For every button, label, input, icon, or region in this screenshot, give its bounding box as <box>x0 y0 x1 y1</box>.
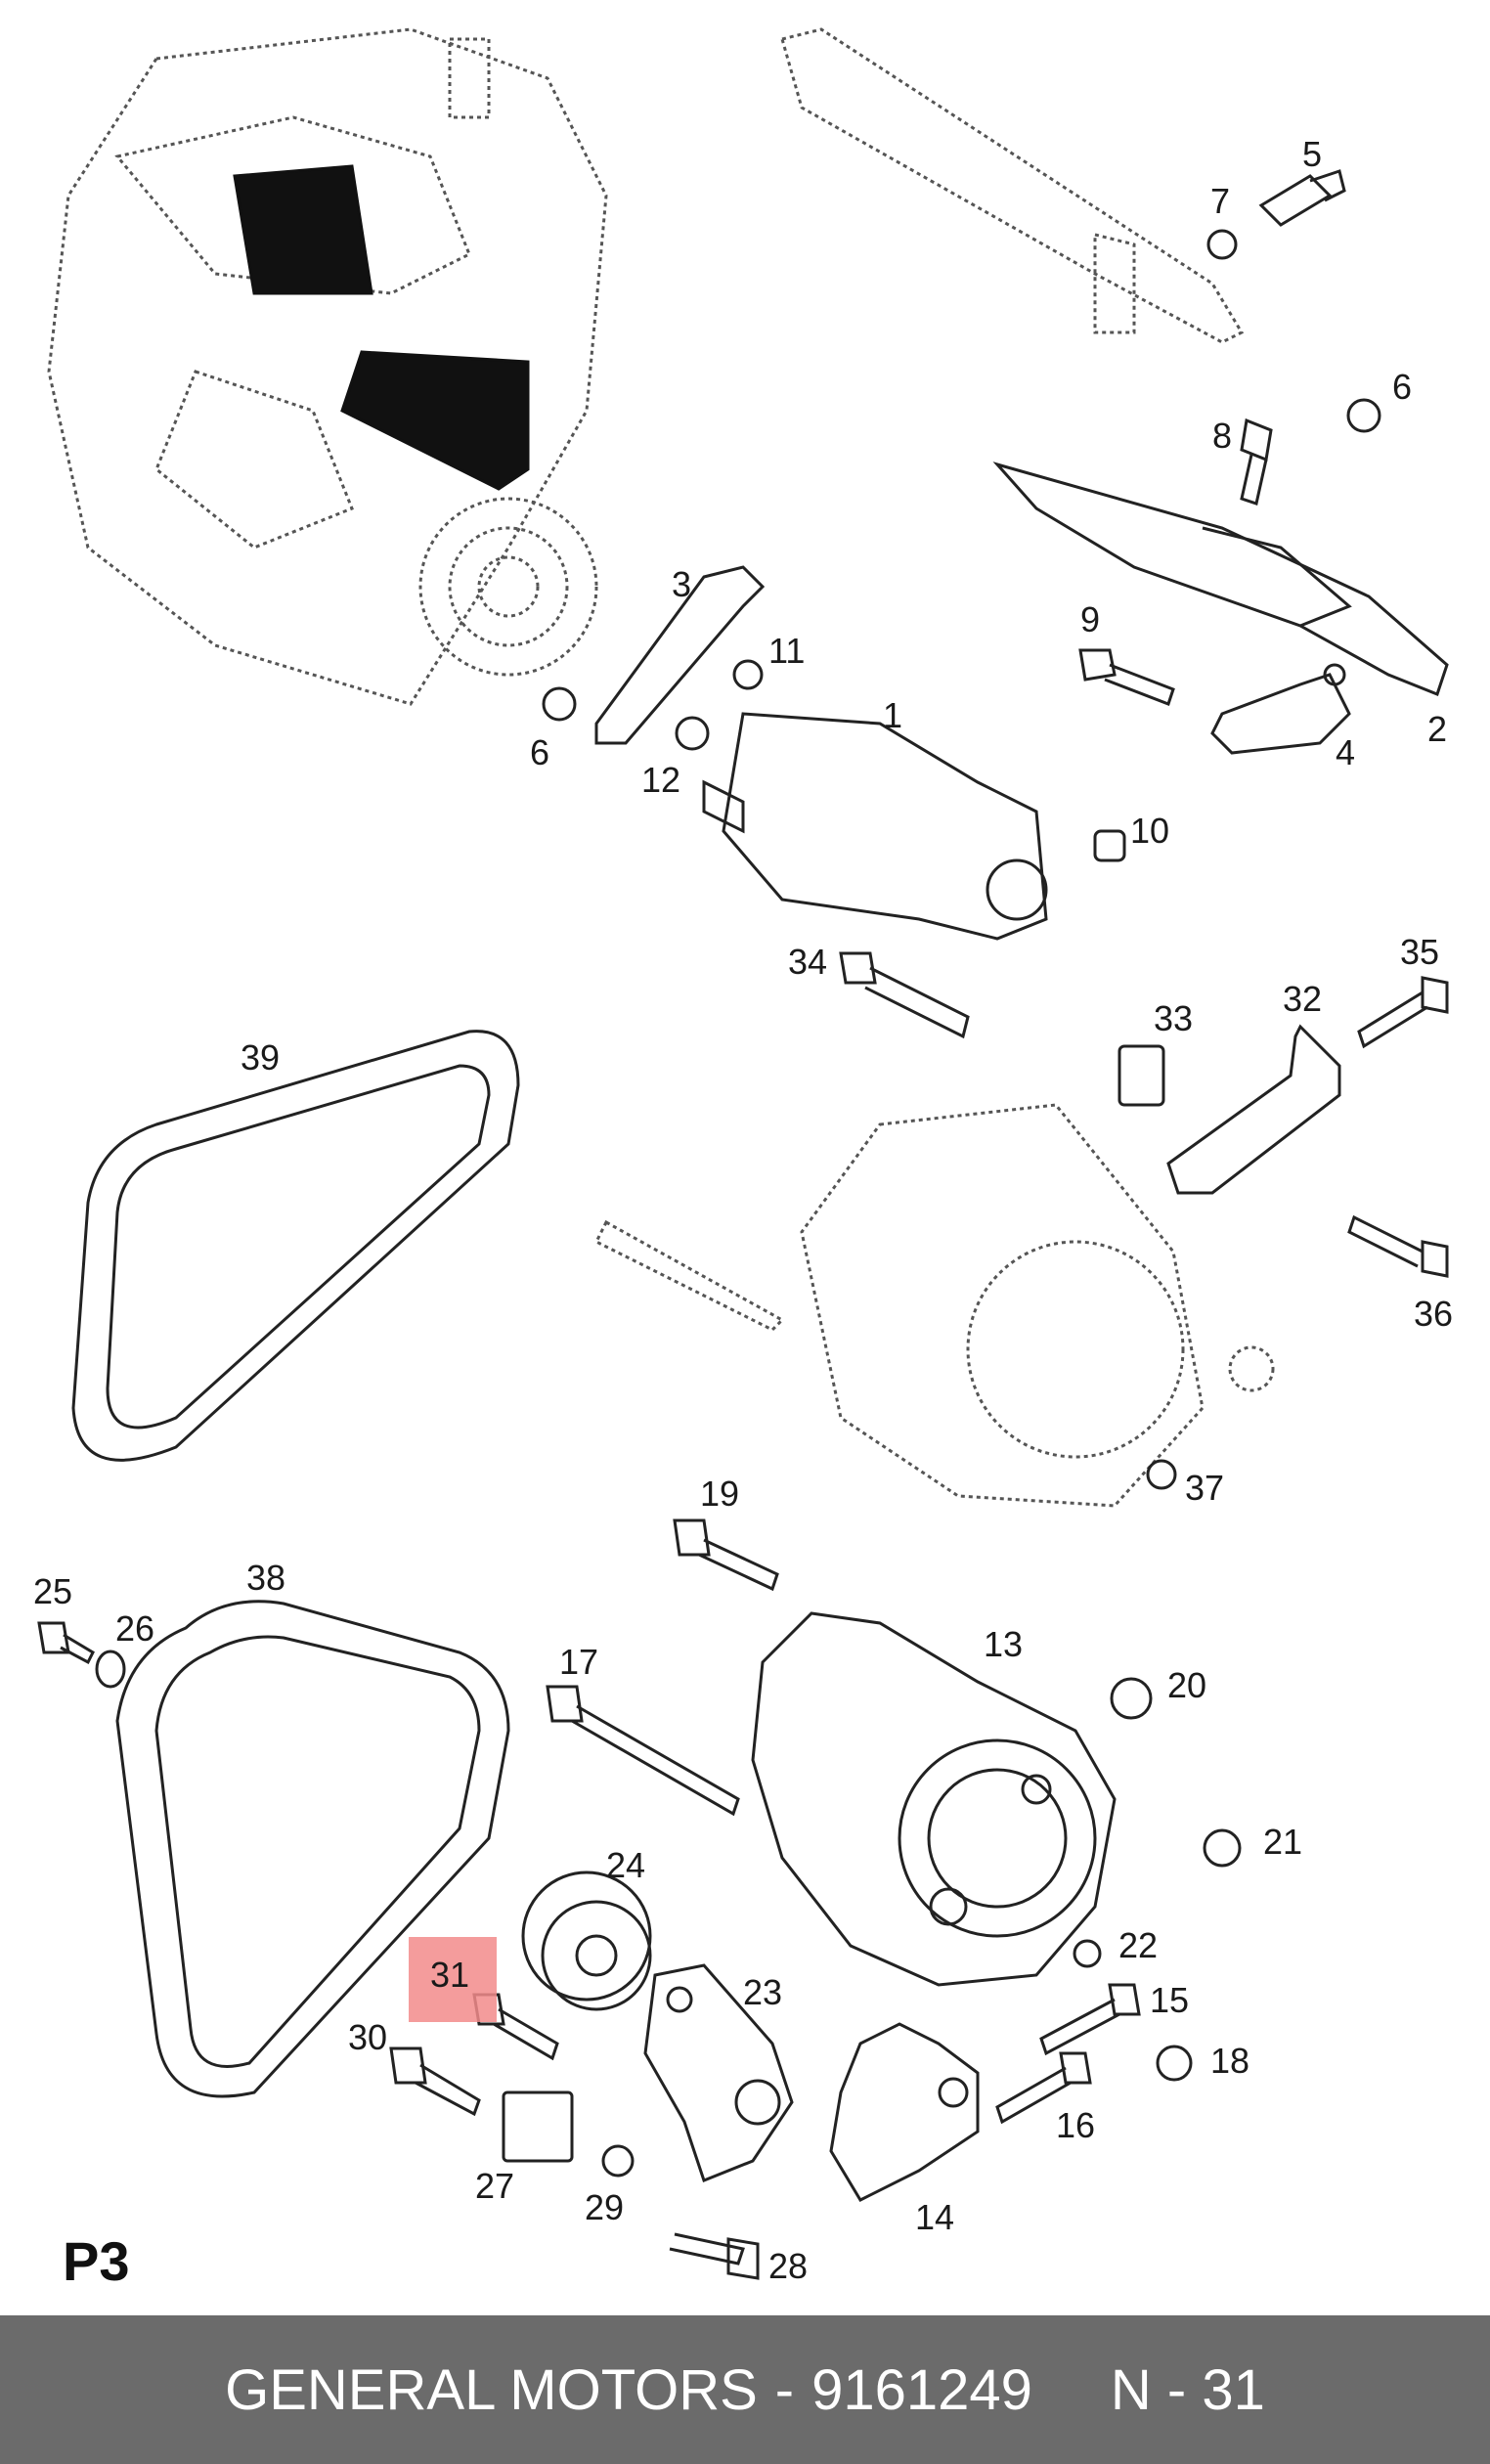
part-24-pulley <box>521 1870 652 2011</box>
engine-dark-parts <box>233 164 530 491</box>
callout-33: 33 <box>1154 998 1194 1038</box>
part-25-bolt <box>37 1621 95 1665</box>
callout-19: 19 <box>700 1474 740 1514</box>
part-17-bolt <box>546 1685 740 1817</box>
callout-35: 35 <box>1400 932 1440 972</box>
callout-39: 39 <box>241 1037 281 1078</box>
part-32-bracket <box>1166 1024 1341 1195</box>
callout-3: 3 <box>672 564 692 604</box>
callout-31: 31 <box>430 1955 470 1995</box>
part-22-nut <box>1073 1939 1102 1968</box>
part-1-starter <box>702 712 1048 941</box>
callout-24: 24 <box>606 1845 646 1885</box>
part-21-nut <box>1203 1828 1242 1868</box>
callout-6-top: 6 <box>1392 367 1413 407</box>
part-10-bushing <box>1093 829 1126 862</box>
part-3-strap <box>594 565 766 745</box>
part-33-block <box>1118 1044 1165 1107</box>
callout-1: 1 <box>883 695 903 735</box>
callout-27: 27 <box>475 2166 515 2206</box>
part-30-bolt <box>389 2046 481 2117</box>
footer-caption: GENERAL MOTORS - 9161249 N - 31 <box>0 2315 1490 2464</box>
footer-part-number: 9161249 <box>811 2357 1032 2422</box>
callout-8: 8 <box>1212 416 1233 456</box>
part-27-plate <box>502 2090 574 2163</box>
callout-5: 5 <box>1302 134 1323 174</box>
callout-30: 30 <box>348 2017 388 2057</box>
part-35-bolt <box>1357 976 1449 1049</box>
callout-16: 16 <box>1056 2105 1096 2145</box>
callout-36: 36 <box>1414 1294 1454 1334</box>
footer-brand: GENERAL MOTORS <box>225 2357 758 2422</box>
part-14-bracket <box>829 2022 980 2202</box>
callout-17: 17 <box>559 1642 599 1682</box>
callout-37: 37 <box>1185 1468 1225 1508</box>
callout-12: 12 <box>641 760 681 800</box>
engine-block <box>47 27 608 706</box>
callout-20: 20 <box>1167 1665 1207 1705</box>
callout-28: 28 <box>768 2246 809 2286</box>
callout-10: 10 <box>1130 811 1170 851</box>
part-6-nut-top <box>1346 398 1381 433</box>
part-16-bolt <box>995 2051 1092 2125</box>
part-5-sensor <box>1258 169 1346 227</box>
callout-11: 11 <box>768 631 806 671</box>
highlighted-part-marker <box>409 1937 497 2022</box>
callout-25: 25 <box>33 1571 73 1611</box>
part-26-washer <box>95 1650 126 1689</box>
footer-separator: - <box>774 2357 795 2422</box>
part-34-bolt <box>839 951 970 1039</box>
callout-34: 34 <box>788 942 828 982</box>
callout-18: 18 <box>1210 2041 1250 2081</box>
callout-4: 4 <box>1336 732 1356 772</box>
callout-26: 26 <box>115 1608 155 1649</box>
part-6-nut-left <box>542 686 577 722</box>
crossmember <box>780 27 1245 344</box>
part-29-nut <box>601 2144 635 2178</box>
part-7-washer <box>1206 229 1238 260</box>
callout-2: 2 <box>1427 709 1448 749</box>
part-15-bolt <box>1039 1983 1141 2056</box>
part-36-bolt <box>1347 1214 1449 1278</box>
callout-6-left: 6 <box>530 732 550 772</box>
part-12-nut <box>675 716 710 751</box>
callout-29: 29 <box>585 2187 625 2227</box>
part-23-tensioner-bracket <box>643 1963 794 2182</box>
part-2-bracket <box>992 462 1449 696</box>
callout-14: 14 <box>915 2197 955 2237</box>
part-18-nut <box>1156 2045 1193 2082</box>
part-38-belt <box>115 1600 510 2098</box>
part-9-bolt <box>1078 648 1175 706</box>
part-4-bracket <box>1210 663 1351 755</box>
footer-bar: GENERAL MOTORS - 9161249 N - 31 <box>0 2315 1490 2464</box>
part-19-bolt <box>673 1518 779 1592</box>
page-code-label: P3 <box>63 2230 130 2292</box>
callout-9: 9 <box>1080 599 1101 639</box>
part-8-bolt <box>1240 418 1273 506</box>
callout-23: 23 <box>743 1972 783 2012</box>
callout-32: 32 <box>1283 979 1323 1019</box>
callout-13: 13 <box>984 1624 1024 1664</box>
parts-diagram <box>37 27 1449 2280</box>
callout-21: 21 <box>1263 1822 1303 1862</box>
part-20-bushing <box>1110 1677 1153 1720</box>
callout-15: 15 <box>1150 1980 1190 2020</box>
alternator-dotted <box>593 1103 1275 1508</box>
footer-position-label: N - 31 <box>1110 2357 1265 2422</box>
part-39-belt <box>71 1030 520 1462</box>
callout-22: 22 <box>1118 1925 1159 1965</box>
callout-38: 38 <box>246 1558 286 1598</box>
part-11-nut <box>732 659 764 690</box>
part-28-bolt <box>669 2232 760 2280</box>
callout-7: 7 <box>1210 181 1231 221</box>
part-13-alternator <box>751 1611 1117 1987</box>
part-37-nut <box>1146 1459 1177 1490</box>
